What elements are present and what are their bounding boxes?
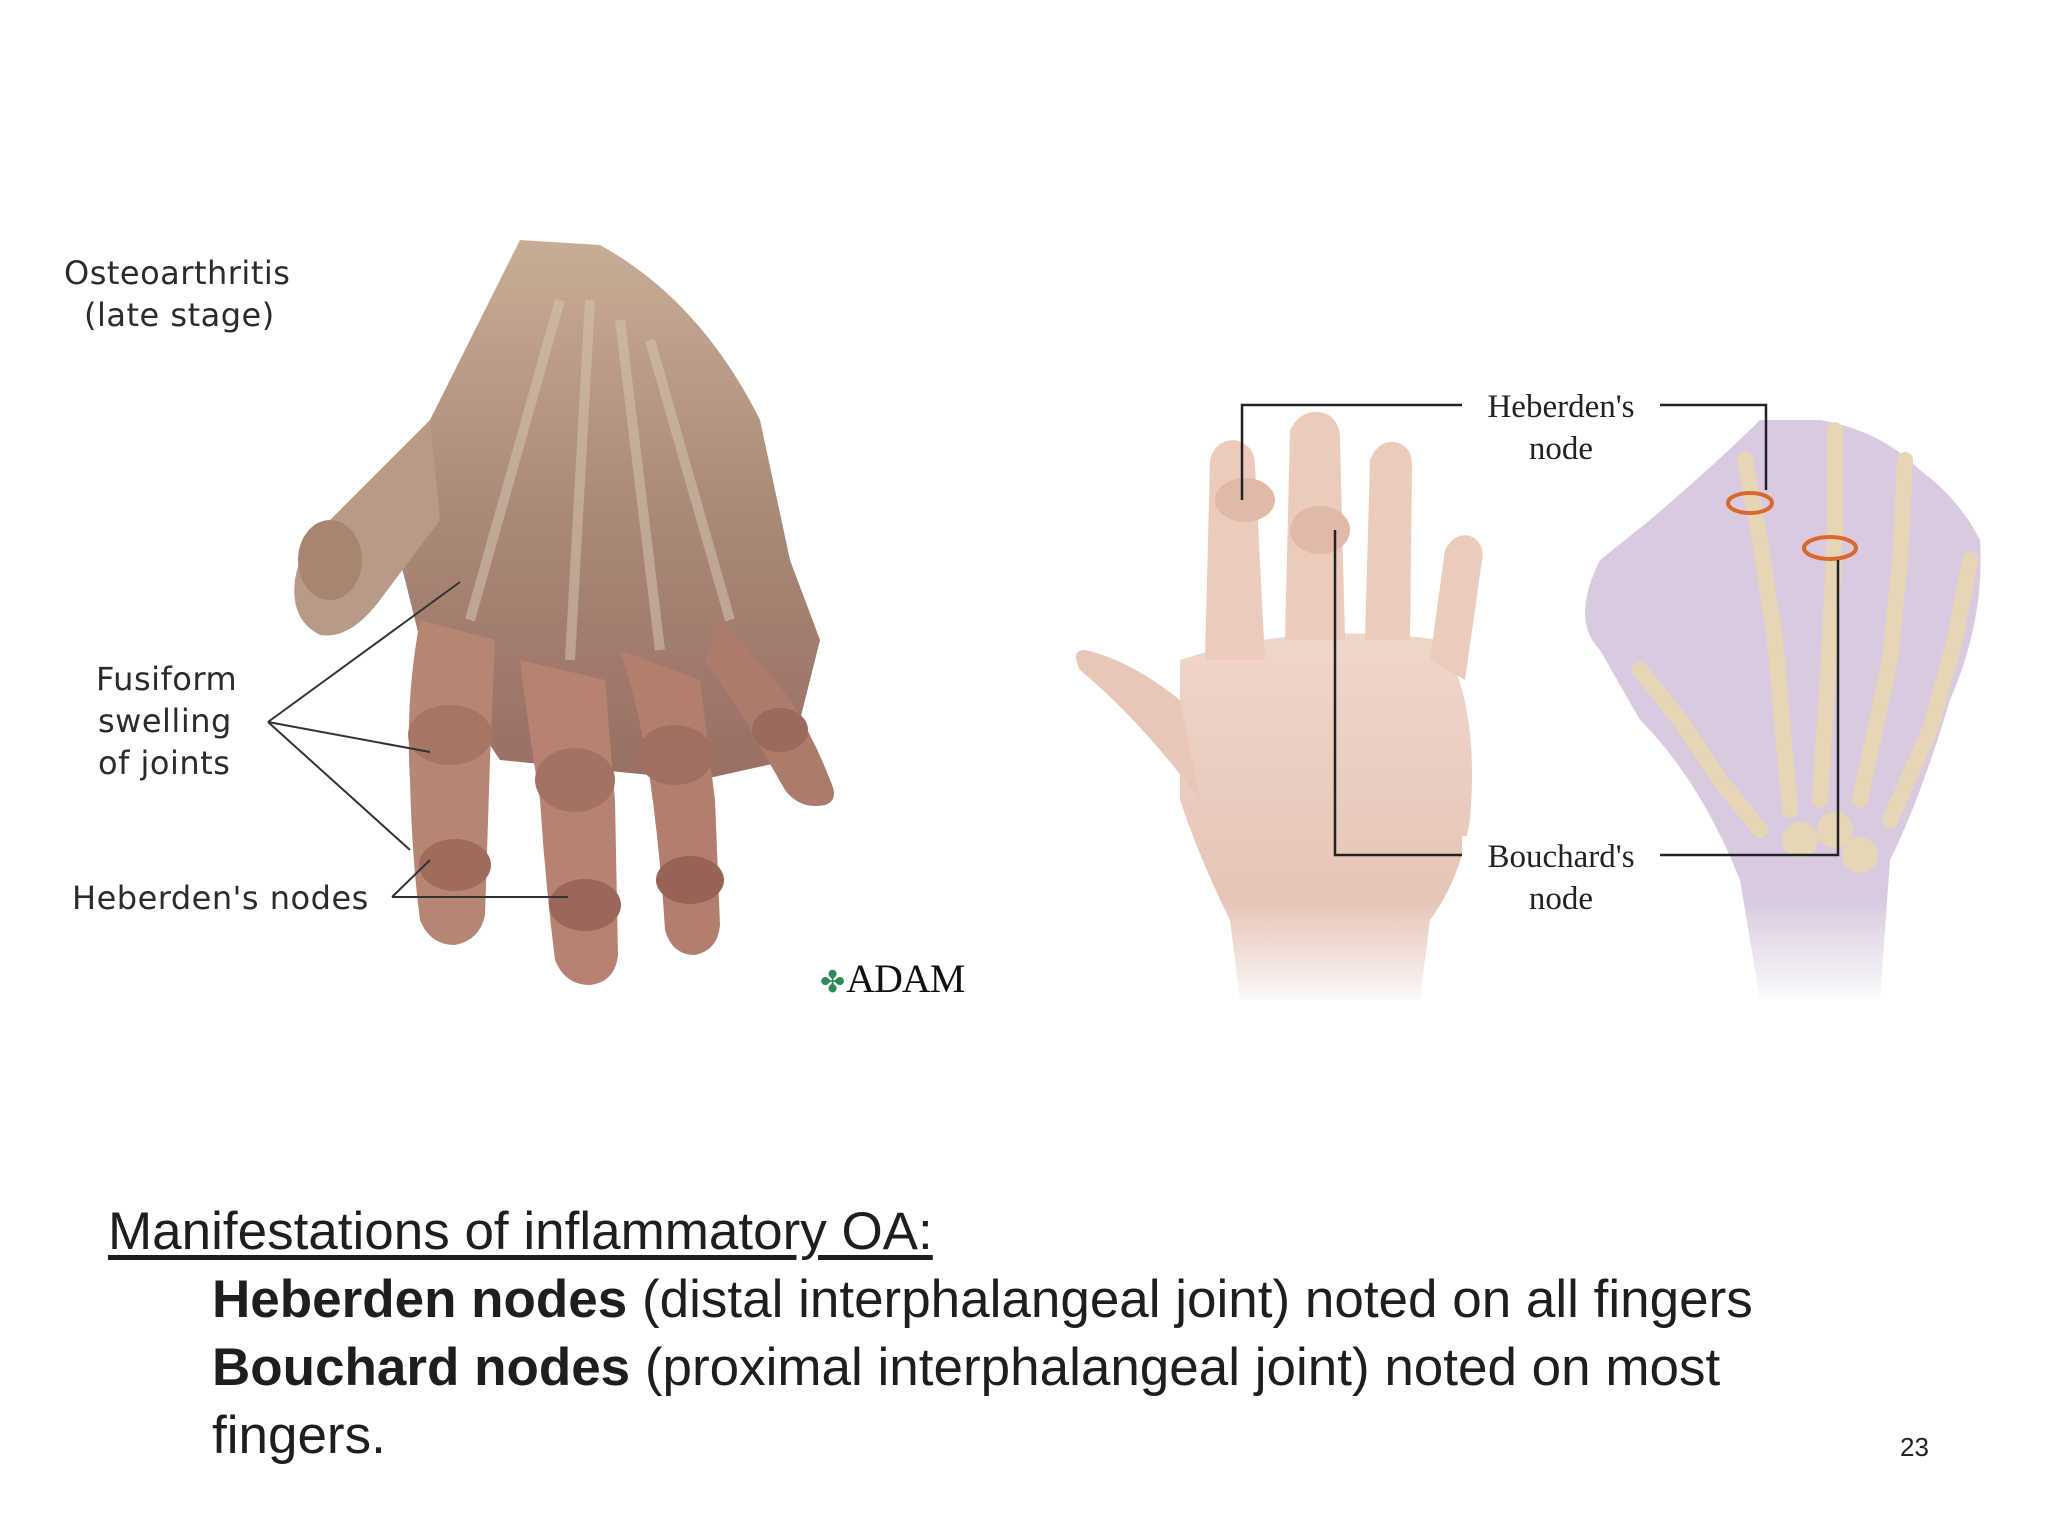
caption-heading: Manifestations of inflammatory OA: [108,1202,933,1261]
swelling-label-line2: swelling [98,702,232,740]
oa-late-stage-hand [267,240,834,985]
caption-line-bouchard: Bouchard nodes (proximal interphalangeal… [212,1338,1721,1397]
figure-title-line1: Osteoarthritis [64,254,291,292]
bouchard-node-label: Bouchard's node [1462,836,1660,920]
adam-credit: ✤ADAM [820,956,965,1001]
caption-line-fingers: fingers. [212,1406,386,1465]
hand-xray-view [1585,420,2020,1010]
heberdens-nodes-label: Heberden's nodes [72,879,369,917]
caption-line-heberden: Heberden nodes (distal interphalangeal j… [212,1270,1753,1329]
page-number: 23 [1900,1432,1929,1462]
swelling-label-line3: of joints [98,744,231,782]
swelling-label-line1: Fusiform [96,660,238,698]
label-connectors [1240,403,1840,857]
slide-caption: Manifestations of inflammatory OA: Heber… [108,1198,1908,1470]
heberden-node-label: Heberden's node [1462,386,1660,470]
figure-title-line2: (late stage) [84,296,275,334]
hand-skin-view [1076,411,1500,1010]
clover-icon: ✤ [820,966,845,999]
